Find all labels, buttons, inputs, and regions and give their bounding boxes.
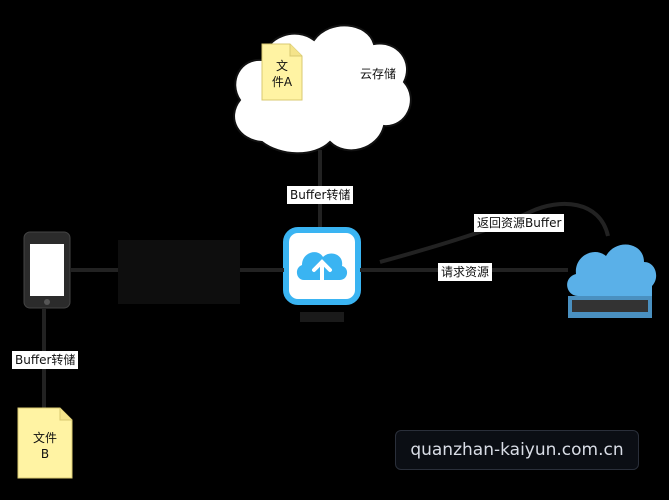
file-a-icon (261, 43, 303, 101)
server-cloud-icon (567, 244, 657, 318)
file-b-icon (17, 407, 73, 479)
edge-return-buffer (379, 201, 610, 264)
cloud-storage-label: 云存储 (360, 67, 397, 81)
edge-label-request-resource: 请求资源 (438, 263, 493, 281)
phone-icon (23, 231, 71, 309)
edge-label-return-buffer: 返回资源Buffer (474, 214, 565, 232)
file-a-label: 文 件A (271, 59, 293, 89)
watermark: quanzhan-kaiyun.com.cn (395, 430, 639, 470)
edge-label-cloud-to-app: Buffer转储 (287, 186, 354, 204)
file-b-label: 文件 B (32, 431, 57, 461)
cloud-storage-icon (233, 24, 412, 155)
app-name-blur (300, 312, 344, 322)
app-cloud-icon (283, 227, 361, 305)
edge-label-phone-to-file: Buffer转储 (12, 351, 79, 369)
edge-label-blur (118, 240, 240, 304)
